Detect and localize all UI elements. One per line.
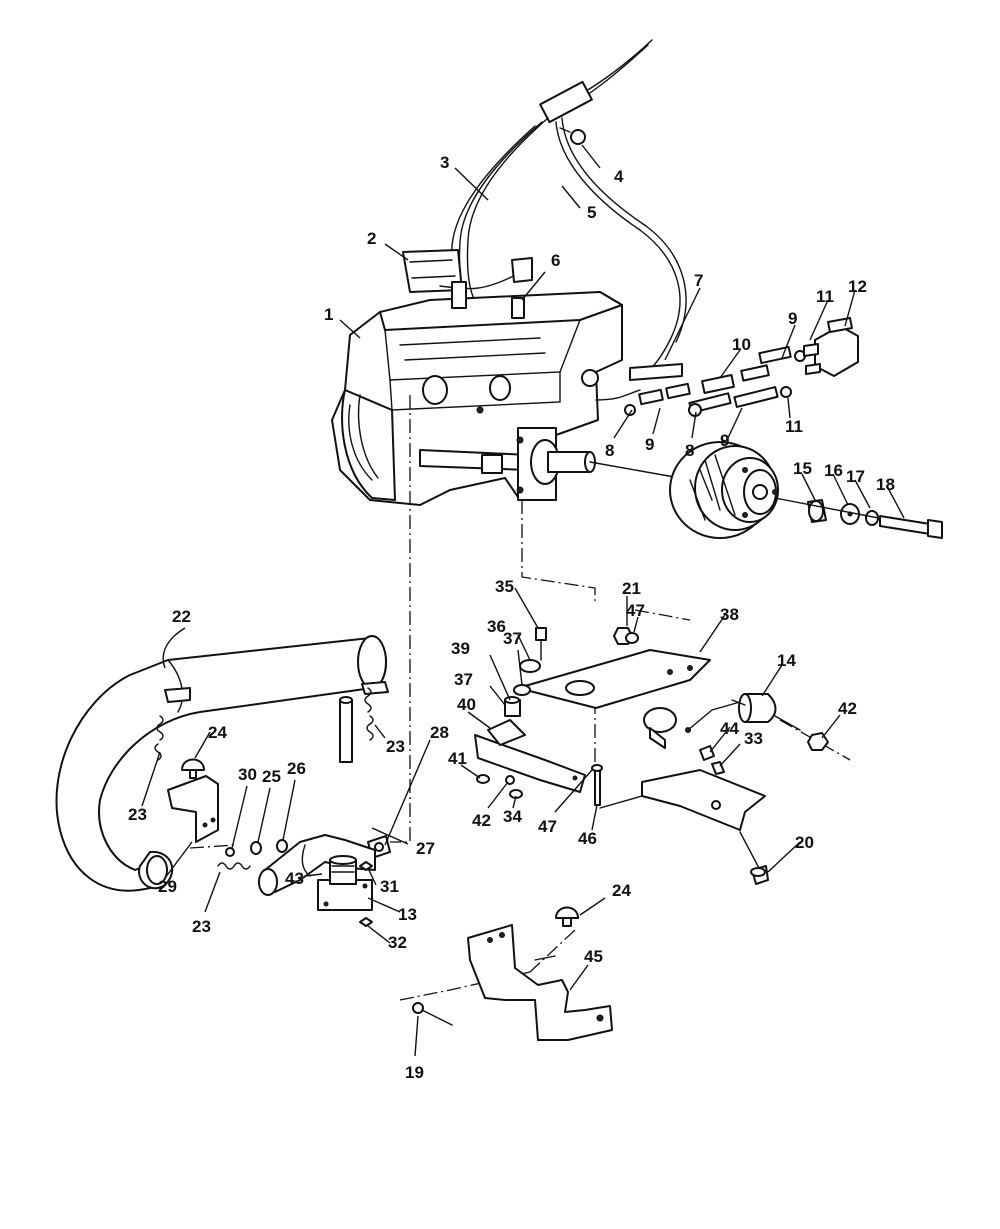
- callout-15: 15: [793, 459, 812, 478]
- callout-40: 40: [457, 695, 476, 714]
- callout-9a: 9: [645, 435, 654, 454]
- hose-fittings: [624, 345, 806, 417]
- callout-23a: 23: [386, 737, 405, 756]
- callout-1: 1: [324, 305, 333, 324]
- callout-23c: 23: [192, 917, 211, 936]
- muffler-stud: [339, 696, 353, 763]
- callout-30: 30: [238, 765, 257, 784]
- callout-39: 39: [451, 639, 470, 658]
- callout-28: 28: [430, 723, 449, 742]
- leader-lines: [141, 144, 905, 1057]
- callout-37a: 37: [503, 629, 522, 648]
- callout-9c: 9: [788, 309, 797, 328]
- callout-34: 34: [503, 807, 522, 826]
- callout-13: 13: [398, 905, 417, 924]
- callout-33: 33: [744, 729, 763, 748]
- callout-17: 17: [846, 467, 865, 486]
- callout-3: 3: [440, 153, 449, 172]
- callout-32: 32: [388, 933, 407, 952]
- rubber-grommet-left: [181, 758, 205, 779]
- callout-26: 26: [287, 759, 306, 778]
- callout-27: 27: [416, 839, 435, 858]
- isolator-nut: [807, 732, 829, 751]
- callout-24a: 24: [208, 723, 227, 742]
- muffler-springs: [154, 687, 374, 870]
- callout-45: 45: [584, 947, 603, 966]
- callout-9b: 9: [720, 431, 729, 450]
- callout-10: 10: [732, 335, 751, 354]
- callout-46: 46: [578, 829, 597, 848]
- frame-rail: [599, 769, 766, 831]
- clutch-bolt: [774, 497, 943, 539]
- mount-nut: [613, 627, 639, 645]
- callout-8b: 8: [685, 441, 694, 460]
- callout-37b: 37: [454, 670, 473, 689]
- callout-35: 35: [495, 577, 514, 596]
- callout-14: 14: [777, 651, 796, 670]
- mount-bracket: [474, 719, 586, 793]
- callout-43: 43: [285, 869, 304, 888]
- spark-plug-wire: [402, 249, 533, 319]
- callout-labels: 1 2 3 4 5 6 7 8 8 9 9 9 10 11 11 12 13 1…: [128, 153, 895, 1082]
- engine-mount-plate: [517, 649, 711, 709]
- callout-8a: 8: [605, 441, 614, 460]
- shock-mount: [643, 707, 691, 749]
- callout-22: 22: [172, 607, 191, 626]
- fuel-line: [595, 363, 683, 401]
- callout-4: 4: [614, 167, 624, 186]
- frame-bolt: [739, 831, 769, 885]
- callout-31: 31: [380, 877, 399, 896]
- callout-47a: 47: [626, 601, 645, 620]
- clutch-bushing: [807, 499, 827, 523]
- callout-38: 38: [720, 605, 739, 624]
- skid-bolt: [412, 1002, 453, 1026]
- callout-25: 25: [262, 767, 281, 786]
- callout-7: 7: [694, 271, 703, 290]
- exhaust-port-adapter: [317, 855, 373, 911]
- callout-42a: 42: [838, 699, 857, 718]
- cable-clip: [559, 127, 586, 145]
- callout-44: 44: [720, 719, 739, 738]
- callout-24b: 24: [612, 881, 631, 900]
- callout-11a: 11: [816, 287, 834, 306]
- isolator-hardware: [699, 745, 725, 775]
- engine-assembly: [331, 291, 623, 506]
- callout-20: 20: [795, 833, 814, 852]
- callout-18: 18: [876, 475, 895, 494]
- callout-5: 5: [587, 203, 596, 222]
- callout-47b: 47: [538, 817, 557, 836]
- callout-21: 21: [622, 579, 641, 598]
- callout-11b: 11: [785, 417, 803, 436]
- callout-19: 19: [405, 1063, 424, 1082]
- callout-23b: 23: [128, 805, 147, 824]
- skid-bracket: [467, 924, 613, 1041]
- adapter-washers: [359, 861, 373, 927]
- callout-16: 16: [824, 461, 843, 480]
- rubber-mount: [504, 696, 521, 717]
- callout-6: 6: [551, 251, 560, 270]
- exhaust-manifold: [258, 834, 376, 896]
- fuel-valve: [803, 317, 859, 377]
- rubber-isolator: [731, 693, 801, 731]
- callout-2: 2: [367, 229, 376, 248]
- drive-clutch: [589, 441, 779, 539]
- callout-41: 41: [448, 749, 467, 768]
- callout-42b: 42: [472, 811, 491, 830]
- muffler: [55, 635, 389, 892]
- callout-29: 29: [158, 877, 177, 896]
- manifold-hardware: [225, 839, 288, 857]
- muffler-bracket: [167, 775, 219, 843]
- callout-12: 12: [848, 277, 867, 296]
- callout-36: 36: [487, 617, 506, 636]
- rubber-grommet-right: [555, 906, 579, 927]
